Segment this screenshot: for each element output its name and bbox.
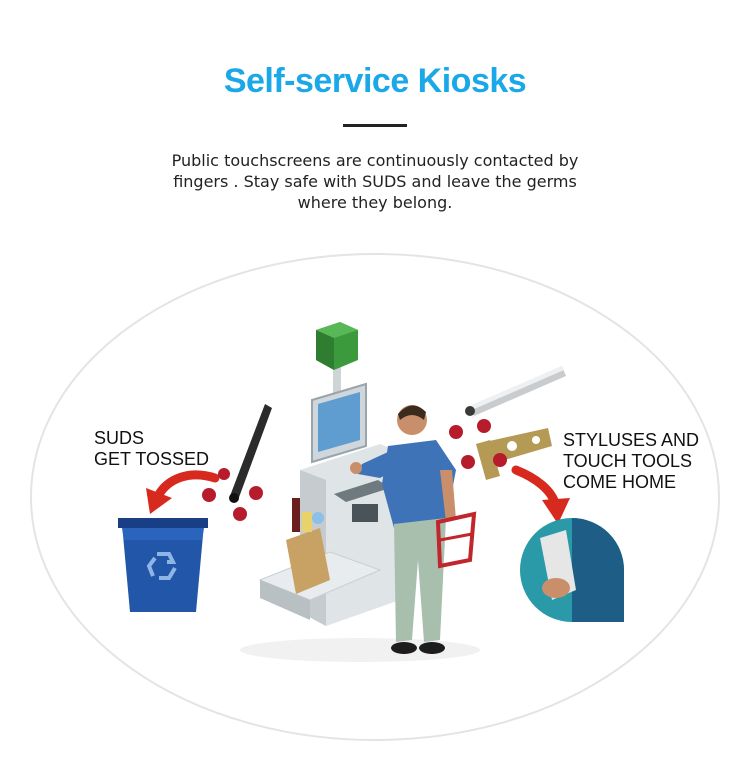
description-line: where they belong. [297,193,453,212]
grocery-bag [286,498,330,594]
stylus-icon [229,404,272,503]
page-title: Self-service Kiosks [223,62,527,100]
virus-icon [449,419,507,469]
label-line: GET TOSSED [94,449,210,469]
arrow-icon [146,470,220,514]
description-line: Public touchscreens are continuously con… [171,151,579,170]
title-divider [343,124,407,127]
suds-tossed-label: SUDS GET TOSSED [94,428,209,470]
pocket-illustration [520,518,624,622]
label-line: COME HOME [563,472,677,492]
description: Public touchscreens are continuously con… [135,150,615,213]
shopper [350,405,477,654]
label-line: STYLUSES AND [563,430,700,450]
trash-bin-icon [118,518,208,612]
recycle-icon [146,552,177,580]
styluses-home-label: STYLUSES AND TOUCH TOOLS COME HOME [563,430,699,493]
label-line: TOUCH TOOLS [563,451,693,471]
virus-icon [202,468,263,521]
stylus-icon [465,366,566,416]
label-line: SUDS [94,428,145,448]
description-line: fingers . Stay safe with SUDS and leave … [173,172,577,191]
arrow-icon [511,465,570,524]
